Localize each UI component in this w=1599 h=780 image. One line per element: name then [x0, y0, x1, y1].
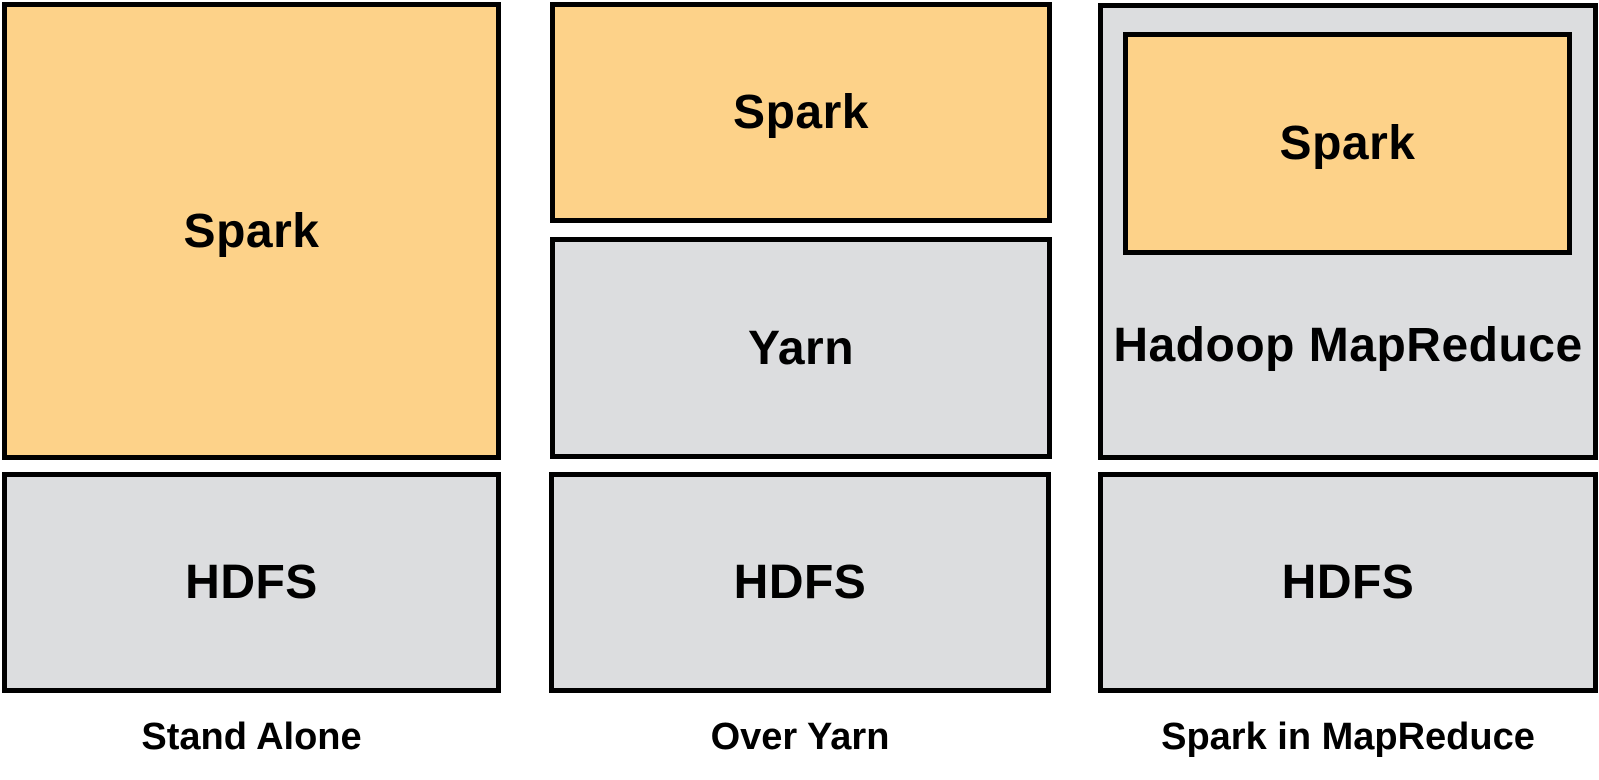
mapreduce-hdfs-box: HDFS	[1098, 472, 1598, 693]
over-yarn-spark-label: Spark	[733, 86, 869, 139]
over-yarn-yarn-box: Yarn	[550, 237, 1052, 459]
over-yarn-hdfs-label: HDFS	[733, 556, 867, 609]
over-yarn-spark-box: Spark	[550, 2, 1052, 223]
stand-alone-hdfs-box: HDFS	[2, 472, 501, 693]
over-yarn-hdfs-box: HDFS	[549, 472, 1051, 693]
stand-alone-hdfs-label: HDFS	[185, 556, 318, 609]
mapreduce-label: Hadoop MapReduce	[1113, 319, 1583, 372]
over-yarn-yarn-label: Yarn	[747, 321, 855, 375]
mapreduce-spark-label: Spark	[1279, 117, 1416, 170]
spark-in-mapreduce-caption: Spark in MapReduce	[1161, 716, 1535, 758]
mapreduce-hdfs-label: HDFS	[1281, 556, 1415, 609]
stand-alone-caption: Stand Alone	[141, 716, 362, 758]
stand-alone-spark-box: Spark	[2, 2, 501, 460]
mapreduce-spark-box: Spark	[1123, 32, 1572, 255]
stand-alone-spark-label: Spark	[183, 204, 320, 258]
over-yarn-caption: Over Yarn	[710, 716, 890, 758]
